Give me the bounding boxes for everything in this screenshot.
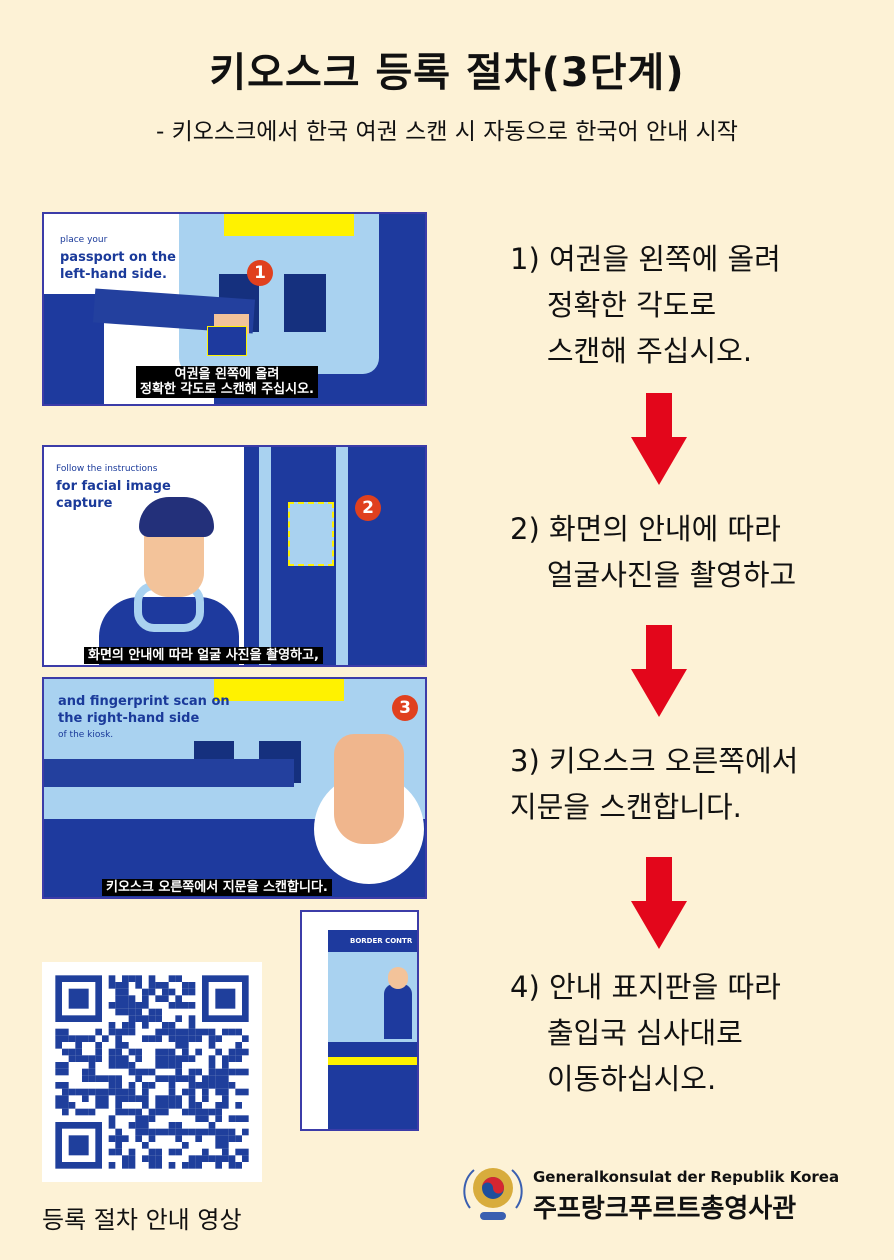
step1-badge: 1 (247, 260, 273, 286)
step3-english-text: and fingerprint scan on the right-hand s… (58, 694, 230, 740)
step3-subtitle-caption: 키오스크 오른쪽에서 지문을 스캔합니다. (102, 879, 332, 896)
down-arrow-icon (631, 625, 687, 717)
page-subtitle: - 키오스크에서 한국 여권 스캔 시 자동으로 한국어 안내 시작 (156, 119, 738, 145)
consulate-name-german: Generalkonsulat der Republik Korea (533, 1168, 840, 1186)
page-title: 키오스크 등록 절차(3단계) (209, 50, 685, 96)
down-arrow-icon (631, 857, 687, 949)
qr-code[interactable] (42, 962, 262, 1182)
step-2-text: 2) 화면의 안내에 따라 얼굴사진을 촬영하고 (510, 512, 797, 592)
qr-caption: 등록 절차 안내 영상 (42, 1206, 242, 1234)
step4-illustration: BORDER CONTR (300, 910, 419, 1131)
step-1-text: 1) 여권을 왼쪽에 올려 정확한 각도로 스캔해 주십시오. (510, 242, 781, 368)
down-arrow-icon (631, 393, 687, 485)
border-control-sign: BORDER CONTR (328, 930, 417, 952)
step-3-text: 3) 키오스크 오른쪽에서 지문을 스캔합니다. (510, 744, 799, 824)
consulate-name-korean: 주프랑크푸르트총영사관 (533, 1194, 797, 1224)
step-4-text: 4) 안내 표지판을 따라 출입국 심사대로 이동하십시오. (510, 970, 781, 1096)
step3-illustration: and fingerprint scan on the right-hand s… (42, 677, 427, 899)
step2-badge: 2 (355, 495, 381, 521)
korea-emblem-icon (463, 1168, 523, 1220)
step3-badge: 3 (392, 695, 418, 721)
step2-subtitle-caption: 화면의 안내에 따라 얼굴 사진을 촬영하고, (84, 647, 323, 664)
